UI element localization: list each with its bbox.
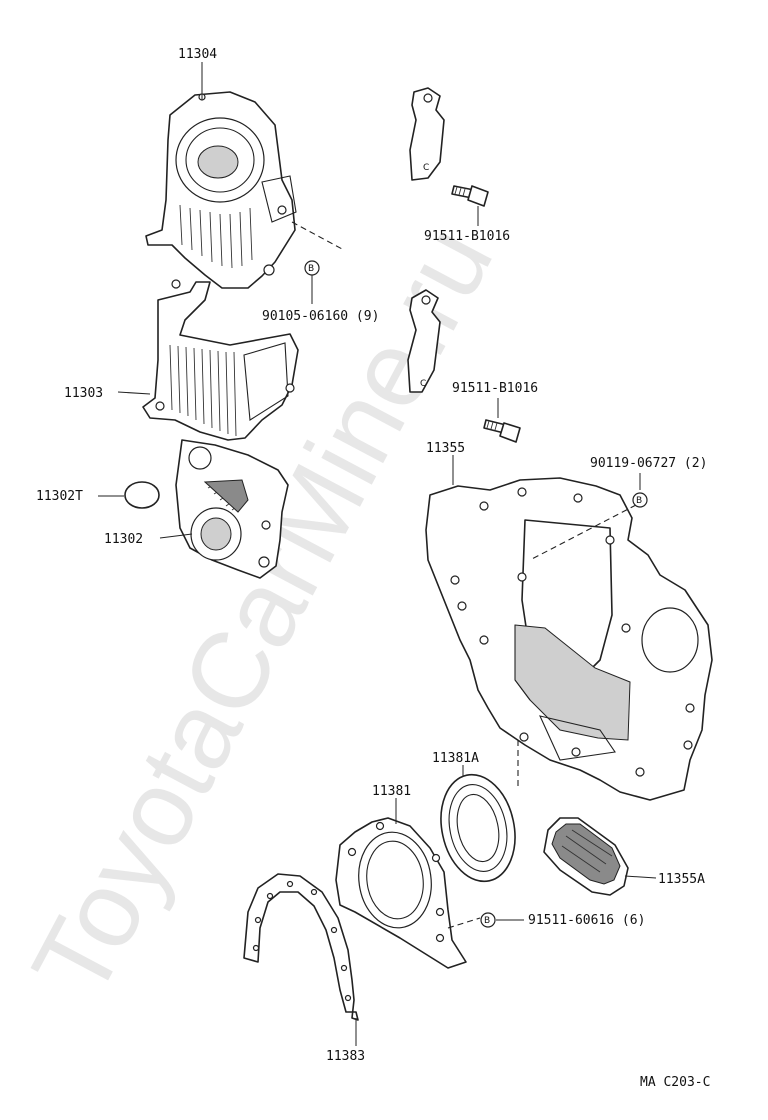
wire-harness-clip-lower[interactable]: C (407, 289, 441, 393)
label-11355[interactable]: 11355 (426, 441, 465, 456)
label-11304[interactable]: 11304 (178, 47, 217, 62)
label-11302[interactable]: 11302 (104, 532, 143, 547)
bolt-marker-right: B (632, 492, 648, 508)
label-11302T[interactable]: 11302T (36, 489, 83, 504)
bolt-marker-lower: B (480, 912, 496, 928)
svg-text:B: B (308, 264, 314, 274)
plug-cap[interactable] (124, 481, 160, 509)
timing-belt-cover-lower[interactable] (175, 439, 289, 579)
timing-belt-cover-middle[interactable] (142, 279, 299, 441)
label-11303[interactable]: 11303 (64, 386, 103, 401)
diagram-code: MA C203-C (640, 1075, 710, 1090)
oil-seal[interactable] (432, 768, 525, 889)
svg-text:C: C (423, 163, 429, 173)
oil-seal-retainer-gasket[interactable] (243, 873, 359, 1021)
bolt-lower[interactable] (483, 419, 521, 443)
wire-harness-clip-upper[interactable]: C (409, 87, 445, 181)
label-11381[interactable]: 11381 (372, 784, 411, 799)
svg-text:C: C (420, 379, 426, 389)
label-91511-B1016-upper[interactable]: 91511-B1016 (424, 229, 510, 244)
label-91511-B1016-lower[interactable]: 91511-B1016 (452, 381, 538, 396)
label-11383[interactable]: 11383 (326, 1049, 365, 1064)
label-90105-06160[interactable]: 90105-06160 (9) (262, 309, 379, 324)
engine-end-plate[interactable] (425, 477, 713, 801)
label-91511-60616[interactable]: 91511-60616 (6) (528, 913, 645, 928)
oil-seal-retainer[interactable] (335, 817, 467, 969)
end-plate-cover[interactable] (543, 817, 629, 896)
bolt-marker-upper: B (304, 260, 320, 276)
svg-text:B: B (636, 496, 642, 506)
label-11381A[interactable]: 11381A (432, 751, 479, 766)
label-90119-06727[interactable]: 90119-06727 (2) (590, 456, 707, 471)
svg-text:B: B (484, 916, 490, 926)
bolt-upper[interactable] (451, 185, 489, 207)
label-11355A[interactable]: 11355A (658, 872, 705, 887)
timing-belt-cover-upper[interactable] (145, 91, 297, 289)
